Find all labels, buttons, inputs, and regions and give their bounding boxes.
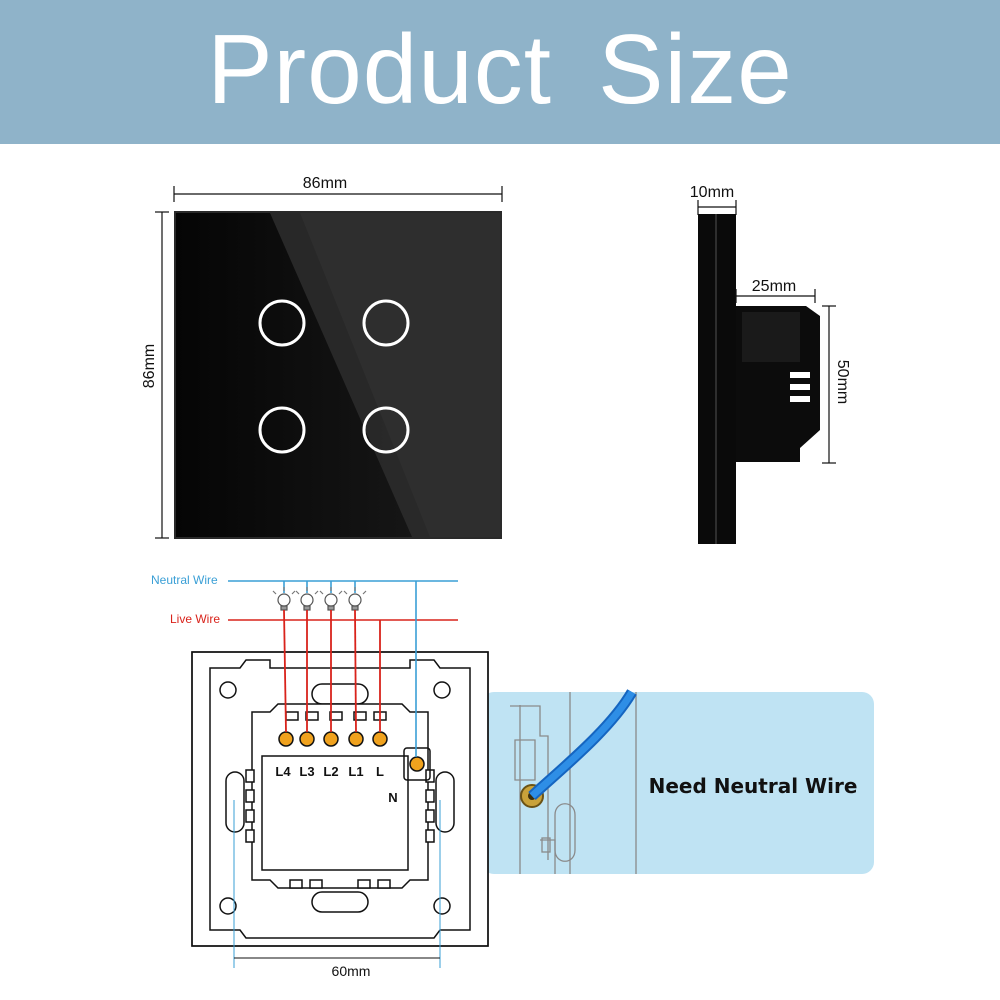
terminal-l4: L4 — [275, 764, 291, 779]
terminal-labels: L4 L3 L2 L1 L N — [275, 764, 397, 805]
live-wire-label: Live Wire — [170, 612, 220, 626]
terminal-l2: L2 — [323, 764, 338, 779]
touch-button-1 — [258, 299, 306, 347]
header-banner: Product Size — [0, 0, 1000, 144]
terminal-l: L — [376, 764, 384, 779]
back-view — [191, 651, 489, 947]
front-width-label: 86mm — [303, 175, 347, 192]
lamp-icon — [343, 587, 367, 611]
front-glass-panel — [174, 211, 502, 539]
terminal-l3: L3 — [299, 764, 314, 779]
front-height-label: 86mm — [141, 344, 158, 388]
terminal-n: N — [388, 790, 397, 805]
wiring-diagram: Neutral Wire Live Wire — [151, 573, 458, 757]
side-panel-depth-label: 10mm — [690, 184, 734, 201]
touch-button-2 — [362, 299, 410, 347]
front-height-dimension: 86mm — [141, 211, 169, 539]
lamp-icon — [272, 587, 296, 611]
callout-text: Need Neutral Wire — [649, 774, 858, 798]
front-width-dimension: 86mm — [173, 175, 503, 202]
touch-buttons — [258, 299, 410, 454]
back-hole-spacing-label: 60mm — [332, 963, 371, 979]
side-box-height-dimension: 50mm — [822, 305, 851, 464]
touch-button-4 — [362, 406, 410, 454]
neutral-wire-label: Neutral Wire — [151, 573, 218, 587]
lamp-icon — [319, 587, 343, 611]
side-box-depth-label: 25mm — [752, 278, 796, 295]
page-title: Product Size — [207, 14, 793, 124]
side-box-depth-dimension: 25mm — [735, 278, 816, 303]
side-view: 10mm 25mm 50mm — [690, 184, 851, 544]
side-panel-depth-dimension: 10mm — [690, 184, 737, 215]
back-hole-spacing-dimension: 60mm — [233, 800, 441, 979]
front-view: 86mm 86mm — [141, 175, 503, 539]
side-box-height-label: 50mm — [834, 360, 851, 404]
lamp-icon — [295, 587, 319, 611]
side-panel-edge — [698, 214, 736, 544]
side-back-box — [736, 306, 820, 462]
terminal-l1: L1 — [348, 764, 363, 779]
touch-button-3 — [258, 406, 306, 454]
lamps — [272, 587, 367, 611]
